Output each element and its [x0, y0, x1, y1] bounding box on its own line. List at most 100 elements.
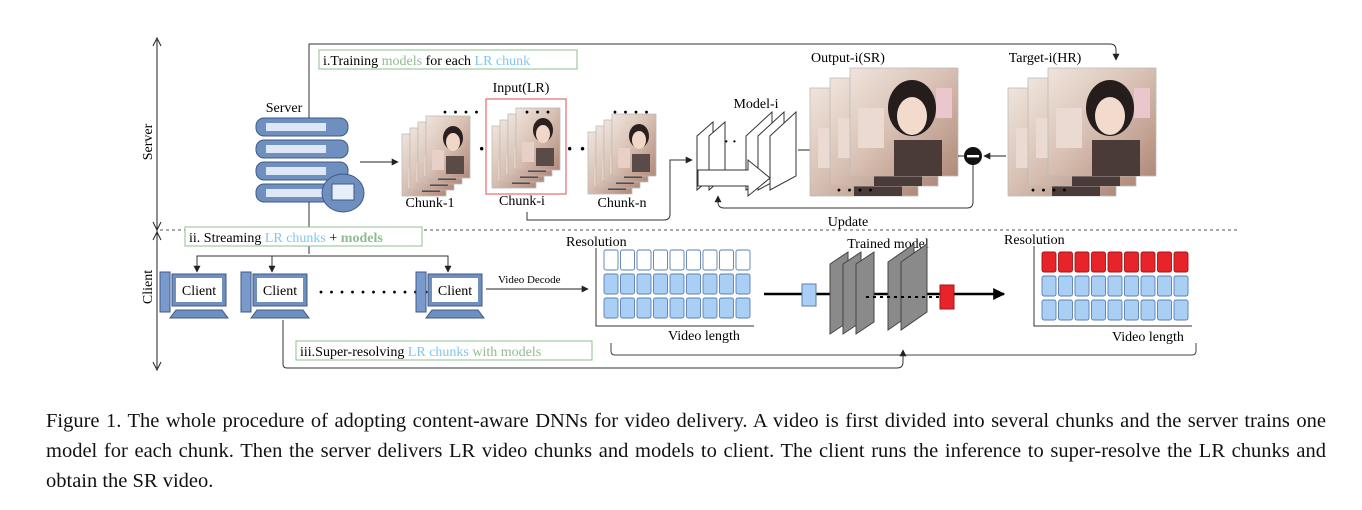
grid-cell	[1157, 299, 1172, 321]
grid-cell	[1140, 251, 1156, 273]
client-computer-3	[415, 271, 485, 319]
svg-text:· ·: · ·	[724, 135, 737, 150]
chunk-1-frames	[401, 115, 471, 197]
grid-cell	[1041, 299, 1057, 321]
client-computer-1	[159, 271, 229, 319]
grid-cell	[735, 297, 751, 319]
grid-cell	[1091, 251, 1106, 273]
update-label: Update	[828, 215, 868, 230]
grid-cell	[702, 249, 718, 271]
grid-cell	[702, 273, 718, 295]
grid-cell	[620, 249, 635, 271]
grid-cell	[620, 297, 635, 319]
grid-cell	[1124, 275, 1139, 297]
grid-cell	[653, 297, 668, 319]
grid-cell	[1107, 299, 1123, 321]
grid-cell	[1074, 299, 1090, 321]
step1-chunk: LR chunk	[475, 54, 531, 69]
lr-resolution-label: Resolution	[566, 235, 627, 250]
grid-cell	[1157, 251, 1172, 273]
step2-plus: +	[326, 231, 341, 246]
server-icon	[255, 117, 365, 213]
grid-cell	[653, 249, 668, 271]
step3-prefix: iii.Super-resolving	[300, 345, 408, 360]
grid-cell	[686, 297, 701, 319]
grid-cell	[1124, 299, 1139, 321]
grid-cell	[719, 297, 734, 319]
grid-cell	[719, 249, 734, 271]
target-label: Target-i(HR)	[1009, 51, 1082, 66]
server-label: Server	[266, 101, 303, 116]
grid-cell	[686, 273, 701, 295]
grid-cell	[603, 249, 619, 271]
model-i-icon	[696, 110, 797, 198]
client-computer-2	[240, 271, 310, 319]
svg-text:· · · ·: · · · ·	[836, 180, 874, 200]
grid-cell	[1058, 251, 1073, 273]
figure-caption: Figure 1. The whole procedure of adoptin…	[46, 410, 1326, 492]
output-label: Output-i(SR)	[811, 51, 885, 66]
grid-cell	[1157, 275, 1172, 297]
grid-cell	[1173, 251, 1189, 273]
lr-input-block	[801, 283, 817, 307]
target-hr-frames	[1007, 67, 1157, 197]
input-lr-highlight	[485, 98, 567, 195]
step1-models: models	[382, 54, 422, 69]
grid-cell	[1074, 275, 1090, 297]
output-sr-frames	[809, 67, 959, 197]
step2-prefix: ii. Streaming	[189, 231, 265, 246]
client-section-label: Client	[141, 270, 156, 304]
input-lr-label: Input(LR)	[493, 81, 550, 96]
grid-cell	[669, 249, 685, 271]
sr-output-block	[939, 284, 955, 310]
grid-cell	[1124, 251, 1139, 273]
lr-chunk-grid	[603, 249, 751, 319]
svg-text:· · · ·: · · · ·	[1030, 180, 1068, 200]
grid-cell	[1041, 251, 1057, 273]
chunk-n-frames	[587, 113, 657, 195]
trained-model-label: Trained model	[847, 237, 929, 252]
grid-cell	[1140, 275, 1156, 297]
svg-text:· · · ·: · · · ·	[442, 102, 480, 122]
svg-text:i.Training models for each LR: i.Training models for each LR chunk	[323, 54, 530, 69]
chunk-1-label: Chunk-1	[406, 196, 455, 211]
grid-cell	[735, 249, 751, 271]
grid-cell	[603, 273, 619, 295]
grid-cell	[603, 297, 619, 319]
grid-cell	[1140, 299, 1156, 321]
svg-text:· · · · · · · · · · ·: · · · · · · · · · · ·	[318, 282, 429, 302]
step3-chunks: LR chunks	[408, 345, 469, 360]
step1-mid: for each	[422, 54, 474, 69]
svg-text:iii.Super-resolving LR chunks: iii.Super-resolving LR chunks with model…	[300, 345, 541, 360]
grid-cell	[1107, 251, 1123, 273]
client-2-label: Client	[263, 284, 297, 299]
step2-chunks: LR chunks	[265, 231, 326, 246]
trained-model-icon	[829, 243, 928, 335]
grid-cell	[1173, 299, 1189, 321]
grid-cell	[1058, 275, 1073, 297]
video-decode-label: Video Decode	[498, 274, 561, 286]
procedure-diagram: Server Client Server i.Training models f…	[141, 36, 1238, 372]
grid-cell	[719, 273, 734, 295]
grid-cell	[653, 273, 668, 295]
grid-cell	[636, 297, 652, 319]
svg-text:· · ·: · · ·	[524, 102, 551, 122]
server-section-label: Server	[141, 123, 156, 160]
grid-cell	[636, 249, 652, 271]
grid-cell	[1091, 299, 1106, 321]
grid-cell	[1107, 275, 1123, 297]
chunk-i-label: Chunk-i	[499, 194, 545, 209]
step1-prefix: i.Training	[323, 54, 382, 69]
grid-cell	[669, 273, 685, 295]
chunk-n-label: Chunk-n	[598, 196, 647, 211]
grid-cell	[735, 273, 751, 295]
grid-cell	[669, 297, 685, 319]
lr-video-length-label: Video length	[668, 329, 740, 344]
grid-cell	[686, 249, 701, 271]
sr-resolution-label: Resolution	[1004, 233, 1065, 248]
step2-models: models	[341, 231, 384, 246]
sr-chunk-grid	[1041, 251, 1189, 321]
client-1-label: Client	[182, 284, 216, 299]
svg-text:· · · ·: · · · ·	[612, 102, 650, 122]
sr-video-length-label: Video length	[1112, 330, 1184, 345]
